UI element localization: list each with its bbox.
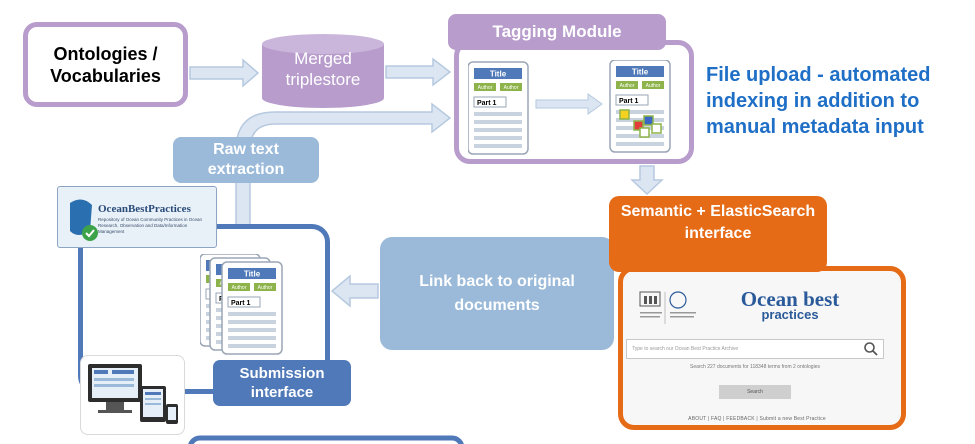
semantic-search-header: Semantic + ElasticSearch interface	[609, 196, 827, 272]
arrow-ontologies-to-triplestore	[189, 58, 260, 88]
raw-text-extraction-box: Raw text extraction	[173, 137, 319, 183]
link-back-label: Link back to original documents	[419, 272, 575, 314]
ontologies-label: Ontologies / Vocabularies	[50, 43, 161, 86]
bottom-partial-box	[188, 435, 464, 444]
search-icon[interactable]	[863, 341, 879, 357]
submission-documents	[200, 254, 283, 355]
tagging-documents	[468, 60, 671, 155]
arrow-triplestore-to-tagging	[385, 57, 452, 87]
submission-interface-label: Submission interface	[213, 360, 351, 406]
search-logo-title: Ocean best	[740, 287, 840, 311]
triplestore-cylinder	[262, 34, 384, 108]
checkmark-icon	[70, 199, 98, 241]
arrow-tagging-to-semantic	[630, 165, 664, 196]
caption: File upload - automated indexing in addi…	[706, 64, 931, 138]
search-logo-subtitle: practices	[761, 307, 819, 322]
arrow-doc-to-doc	[535, 93, 603, 115]
triplestore-label: Merged triplestore	[285, 49, 361, 89]
tagging-module-header: Tagging Module	[448, 14, 666, 50]
obp-subtitle: Repository of Ocean Community Practices …	[98, 217, 203, 234]
devices-icon	[88, 364, 178, 424]
search-count-text: Search 227 documents for 118348 terms fr…	[690, 364, 820, 370]
arrow-linkback	[330, 274, 379, 308]
obp-name: OceanBestPractices	[98, 203, 191, 215]
search-footer-links[interactable]: ABOUT | FAQ | FEEDBACK | Submit a new Be…	[688, 416, 826, 422]
tagged-document-icon	[609, 60, 671, 153]
document-icon	[468, 61, 529, 155]
document-icon	[221, 261, 283, 355]
ontologies-box: Ontologies / Vocabularies	[23, 22, 188, 107]
search-button[interactable]: Search	[719, 385, 791, 399]
ocean-best-practices-logo: OceanBestPractices Repository of Ocean C…	[57, 186, 217, 248]
unesco-logo-icon	[639, 291, 696, 324]
search-input[interactable]: Type to search our Ocean Best Practice A…	[626, 339, 884, 359]
link-back-box: Link back to original documents	[380, 237, 614, 350]
